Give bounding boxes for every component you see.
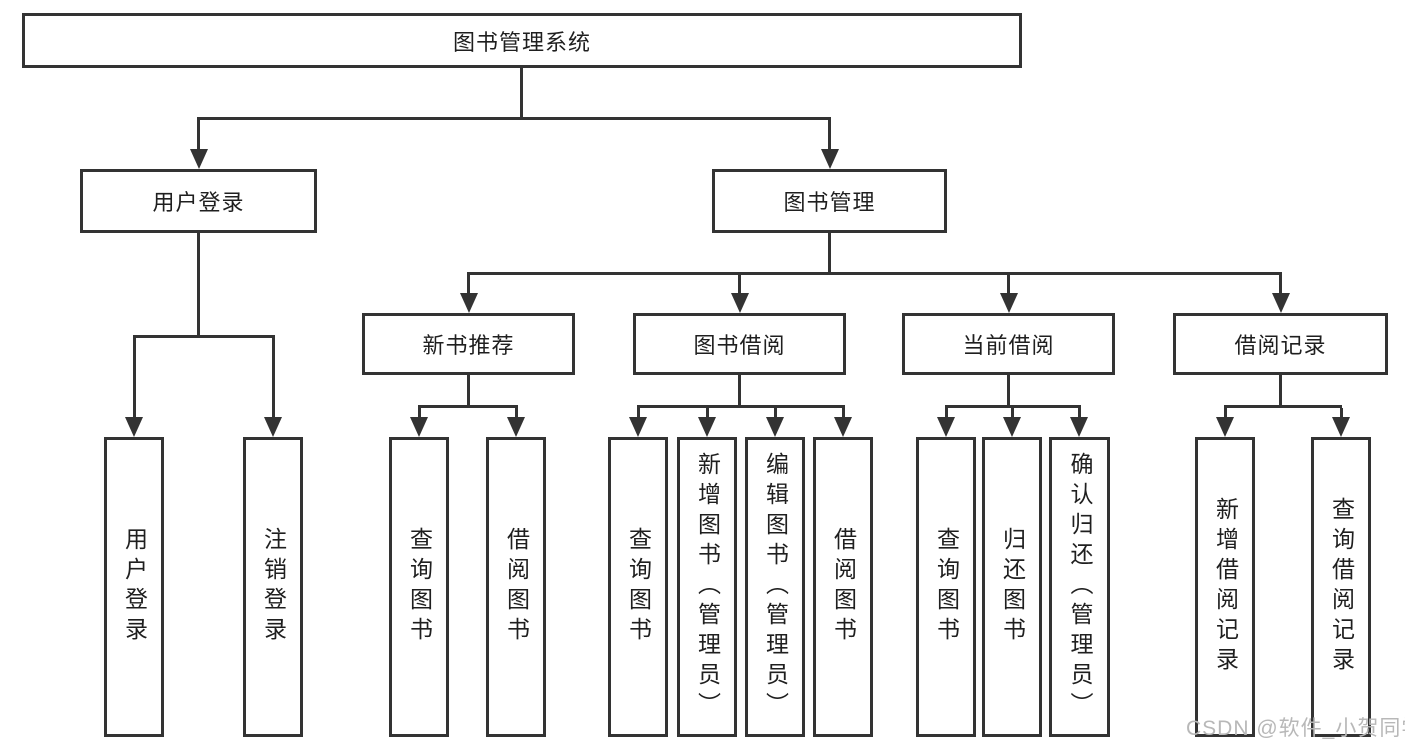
- connector-hline: [197, 117, 831, 120]
- leaf-query-borrow-record: 查询借阅记录: [1311, 437, 1371, 737]
- node-user-login: 用户登录: [80, 169, 317, 233]
- leaf-label: 编辑图书（管理员）: [762, 452, 789, 722]
- connector-vline: [418, 408, 421, 419]
- arrow-down-icon: [460, 293, 478, 313]
- connector-vline: [133, 338, 136, 419]
- leaf-query-books-borrow: 查询图书: [608, 437, 668, 737]
- arrow-down-icon: [1003, 417, 1021, 437]
- arrow-down-icon: [1216, 417, 1234, 437]
- connector-vline: [1007, 375, 1010, 405]
- leaf-label: 借阅图书: [503, 527, 530, 647]
- connector-hline: [1224, 405, 1342, 408]
- arrow-down-icon: [629, 417, 647, 437]
- arrow-down-icon: [1272, 293, 1290, 313]
- leaf-query-books-recommend: 查询图书: [389, 437, 449, 737]
- connector-hline: [467, 272, 1282, 275]
- connector-vline: [774, 408, 777, 419]
- leaf-confirm-return-admin: 确认归还（管理员）: [1049, 437, 1110, 737]
- leaf-label: 归还图书: [999, 527, 1026, 647]
- arrow-down-icon: [1332, 417, 1350, 437]
- node-book-borrowing: 图书借阅: [633, 313, 846, 375]
- connector-hline: [418, 405, 518, 408]
- node-current-borrowing: 当前借阅: [902, 313, 1115, 375]
- connector-vline: [945, 408, 948, 419]
- leaf-label: 注销登录: [260, 527, 287, 647]
- connector-vline: [706, 408, 709, 419]
- connector-vline: [1078, 408, 1081, 419]
- connector-vline: [1224, 408, 1227, 419]
- leaf-add-books-admin: 新增图书（管理员）: [677, 437, 737, 737]
- connector-vline: [467, 275, 470, 295]
- leaf-label: 查询图书: [625, 527, 652, 647]
- connector-vline: [1011, 408, 1014, 419]
- watermark: CSDN @软件_小贺同学: [1186, 717, 1405, 740]
- connector-vline: [197, 120, 200, 151]
- leaf-borrow-books-borrow: 借阅图书: [813, 437, 873, 737]
- arrow-down-icon: [766, 417, 784, 437]
- connector-hline: [133, 335, 275, 338]
- node-new-book-recommendation: 新书推荐: [362, 313, 575, 375]
- connector-vline: [197, 233, 200, 335]
- connector-vline: [467, 375, 470, 405]
- connector-hline: [637, 405, 845, 408]
- leaf-add-borrow-record: 新增借阅记录: [1195, 437, 1255, 737]
- connector-vline: [842, 408, 845, 419]
- leaf-label: 新增图书（管理员）: [694, 452, 721, 722]
- connector-vline: [1279, 375, 1282, 405]
- connector-hline: [945, 405, 1081, 408]
- connector-vline: [738, 375, 741, 405]
- connector-vline: [1340, 408, 1343, 419]
- connector-vline: [1007, 275, 1010, 295]
- connector-vline: [1279, 275, 1282, 295]
- leaf-query-books-current: 查询图书: [916, 437, 976, 737]
- arrow-down-icon: [698, 417, 716, 437]
- connector-vline: [828, 233, 831, 272]
- arrow-down-icon: [264, 417, 282, 437]
- leaf-borrow-books-recommend: 借阅图书: [486, 437, 546, 737]
- leaf-label: 用户登录: [121, 527, 148, 647]
- leaf-label: 新增借阅记录: [1212, 497, 1239, 677]
- connector-vline: [738, 275, 741, 295]
- arrow-down-icon: [507, 417, 525, 437]
- arrow-down-icon: [125, 417, 143, 437]
- leaf-label: 查询图书: [933, 527, 960, 647]
- leaf-logout: 注销登录: [243, 437, 303, 737]
- arrow-down-icon: [731, 293, 749, 313]
- leaf-label: 查询图书: [406, 527, 433, 647]
- leaf-label: 确认归还（管理员）: [1067, 452, 1093, 722]
- leaf-edit-books-admin: 编辑图书（管理员）: [745, 437, 805, 737]
- node-borrowing-records: 借阅记录: [1173, 313, 1388, 375]
- node-book-management: 图书管理: [712, 169, 947, 233]
- arrow-down-icon: [1070, 417, 1088, 437]
- connector-vline: [637, 408, 640, 419]
- connector-vline: [520, 68, 523, 117]
- leaf-user-login: 用户登录: [104, 437, 164, 737]
- arrow-down-icon: [410, 417, 428, 437]
- arrow-down-icon: [834, 417, 852, 437]
- arrow-down-icon: [190, 149, 208, 169]
- connector-vline: [272, 338, 275, 419]
- connector-vline: [828, 120, 831, 151]
- node-library-management-system: 图书管理系统: [22, 13, 1022, 68]
- arrow-down-icon: [937, 417, 955, 437]
- leaf-return-books: 归还图书: [982, 437, 1042, 737]
- leaf-label: 借阅图书: [830, 527, 857, 647]
- leaf-label: 查询借阅记录: [1328, 497, 1355, 677]
- connector-vline: [515, 408, 518, 419]
- arrow-down-icon: [821, 149, 839, 169]
- arrow-down-icon: [1000, 293, 1018, 313]
